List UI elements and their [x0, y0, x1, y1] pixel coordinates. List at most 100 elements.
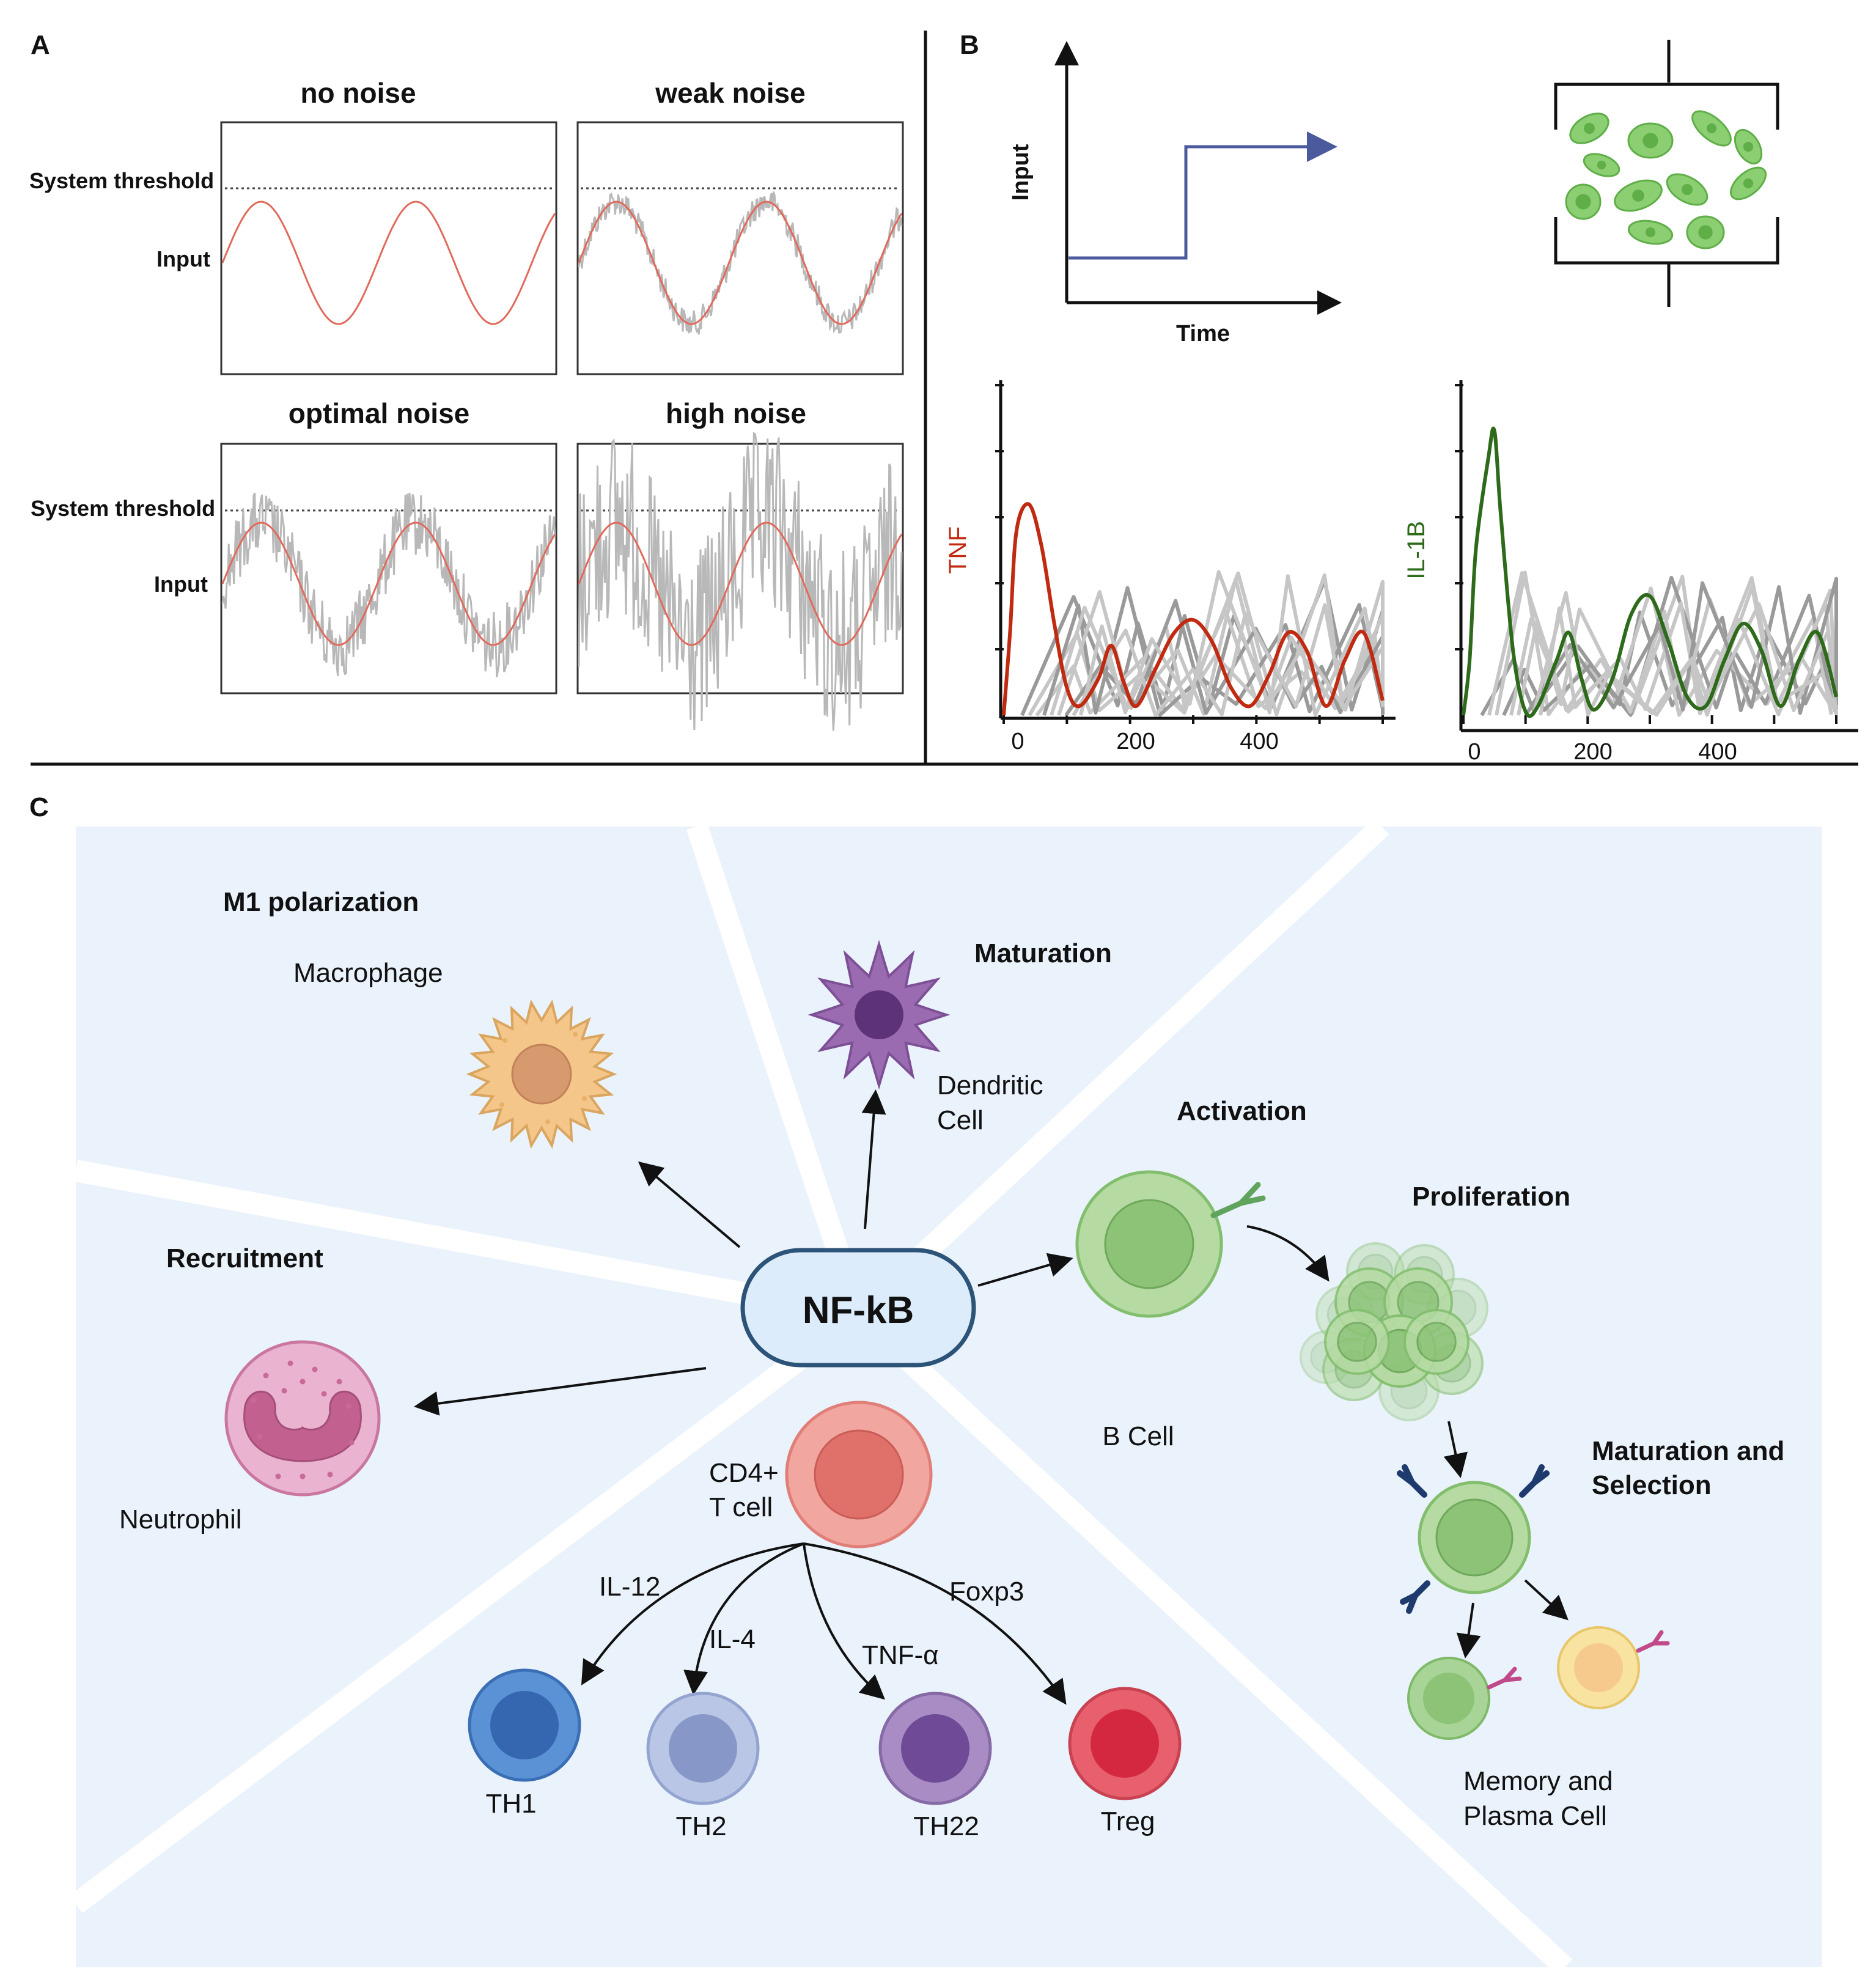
culture-cell-nucleus [1642, 133, 1658, 149]
arrow-to-th1 [581, 1542, 804, 1685]
plot-title: no noise [300, 77, 416, 109]
cd4-t-cell-icon [785, 1401, 933, 1549]
step-line [1069, 131, 1337, 260]
proliferation-heading: Proliferation [1412, 1182, 1570, 1212]
single-cell-trace [1539, 602, 1838, 717]
step-ylabel: Input [1008, 144, 1034, 201]
il1b-series-line [1462, 426, 1838, 718]
arrow-to-dendritic [861, 1089, 886, 1229]
dendritic-label-line2: Cell [937, 1105, 984, 1135]
granule-dot [327, 1471, 333, 1478]
culture-cell-nucleus [1682, 184, 1693, 195]
arrow-to-neutrophil [414, 1367, 707, 1416]
tnf-tick-200: 200 [1116, 729, 1155, 754]
plot-title: weak noise [655, 77, 805, 109]
threshold-label: System threshold [29, 168, 214, 193]
il1b-chart: IL-1B 0 200 400 [1403, 380, 1858, 765]
culture-cell-nucleus [1645, 227, 1656, 238]
granule-dot [348, 1440, 355, 1446]
cell-culture-icon [1554, 40, 1779, 307]
maturation-heading: Maturation [974, 938, 1112, 968]
plot-title: high noise [666, 397, 806, 429]
antibody-icons [1397, 1464, 1550, 1614]
th2-label: TH2 [675, 1811, 726, 1841]
granule-dot [336, 1379, 342, 1385]
arrow-to-th2 [683, 1542, 804, 1695]
signal-curve [578, 201, 903, 325]
culture-cell-nucleus [1698, 225, 1713, 240]
granule-dot [281, 1388, 287, 1394]
b-cell-label: B Cell [1102, 1421, 1174, 1451]
input-label: Input [154, 572, 208, 597]
single-cell-trace [1079, 570, 1385, 716]
cd4-label-line1: CD4+ [709, 1458, 779, 1488]
memory-plasma-label-line2: Plasma Cell [1463, 1801, 1607, 1831]
th22-cell-icon [878, 1692, 992, 1805]
neutrophil-label: Neutrophil [119, 1504, 242, 1534]
culture-cell-nucleus [1584, 123, 1595, 134]
proliferation-cluster-icon [1300, 1242, 1488, 1421]
granule-dot [321, 1391, 327, 1397]
selection-b-cell-icon [1418, 1481, 1531, 1594]
proliferating-cell [1403, 1309, 1470, 1375]
panel-c-letter: C [29, 792, 49, 822]
il1b-tick-200: 200 [1573, 739, 1612, 765]
treg-label: Treg [1101, 1806, 1155, 1836]
activation-heading: Activation [1177, 1096, 1307, 1126]
tnf-ylabel: TNF [944, 526, 971, 574]
granule-dot [287, 1360, 293, 1366]
th1-label: TH1 [485, 1789, 536, 1819]
granule-dot [257, 1434, 263, 1440]
macrophage-icon [466, 999, 617, 1149]
memory-cell-icon [1407, 1657, 1490, 1740]
noise-trace [578, 432, 903, 731]
tnf-tick-400: 400 [1240, 729, 1278, 754]
b-cell-icon [1075, 1170, 1223, 1318]
plot-high-noise: high noise [576, 397, 904, 731]
cytokine-foxp3: Foxp3 [949, 1577, 1024, 1607]
plot-optimal-noise: optimal noise [220, 397, 557, 694]
b-cell-receptor-icon [1210, 1182, 1266, 1218]
culture-cell-nucleus [1743, 141, 1754, 152]
cytokine-tnfa: TNF-α [862, 1640, 939, 1670]
maturation-selection-heading-line1: Maturation and [1592, 1436, 1784, 1466]
il1b-tick-400: 400 [1698, 739, 1737, 765]
signal-curve [221, 201, 556, 325]
memory-plasma-label-line1: Memory and [1463, 1766, 1613, 1796]
arrow-proliferation-to-selection [1443, 1421, 1468, 1478]
dendritic-cell-icon [807, 940, 951, 1090]
culture-cell-nucleus [1743, 178, 1754, 189]
proliferating-cell [1324, 1309, 1390, 1375]
arrow-to-th22 [803, 1543, 885, 1700]
recruitment-heading: Recruitment [166, 1243, 323, 1273]
granule-dot [263, 1372, 269, 1379]
signal-curve [221, 521, 556, 646]
macrophage-label: Macrophage [293, 958, 443, 988]
culture-cell-nucleus [1706, 123, 1717, 134]
neutrophil-icon [224, 1340, 381, 1497]
m1-heading: M1 polarization [223, 887, 419, 917]
dendritic-label-line1: Dendritic [937, 1070, 1043, 1100]
granule-dot [251, 1397, 257, 1403]
arrow-to-b-cell [977, 1253, 1073, 1287]
th22-label: TH22 [913, 1811, 979, 1841]
granule-dot [300, 1473, 306, 1479]
single-cell-trace [1064, 598, 1385, 716]
il1b-tick-0: 0 [1468, 739, 1481, 765]
arrow-selection-to-plasma [1524, 1579, 1569, 1621]
culture-cell-nucleus [1632, 190, 1644, 202]
treg-cell-icon [1068, 1687, 1182, 1800]
il1b-ylabel: IL-1B [1403, 521, 1430, 580]
plasma-antibody-icons [1487, 1630, 1670, 1690]
arrow-to-treg [803, 1542, 1067, 1705]
threshold-label: System threshold [31, 496, 215, 521]
cytokine-il12: IL-12 [599, 1572, 660, 1602]
panel-a-letter: A [31, 30, 50, 60]
plot-weak-noise: weak noise [576, 77, 904, 375]
th1-cell-icon [468, 1668, 581, 1782]
th2-cell-icon [646, 1692, 760, 1805]
tnf-tick-0: 0 [1011, 729, 1024, 754]
input-label: Input [156, 246, 210, 271]
plasma-cell-icon [1557, 1626, 1640, 1709]
